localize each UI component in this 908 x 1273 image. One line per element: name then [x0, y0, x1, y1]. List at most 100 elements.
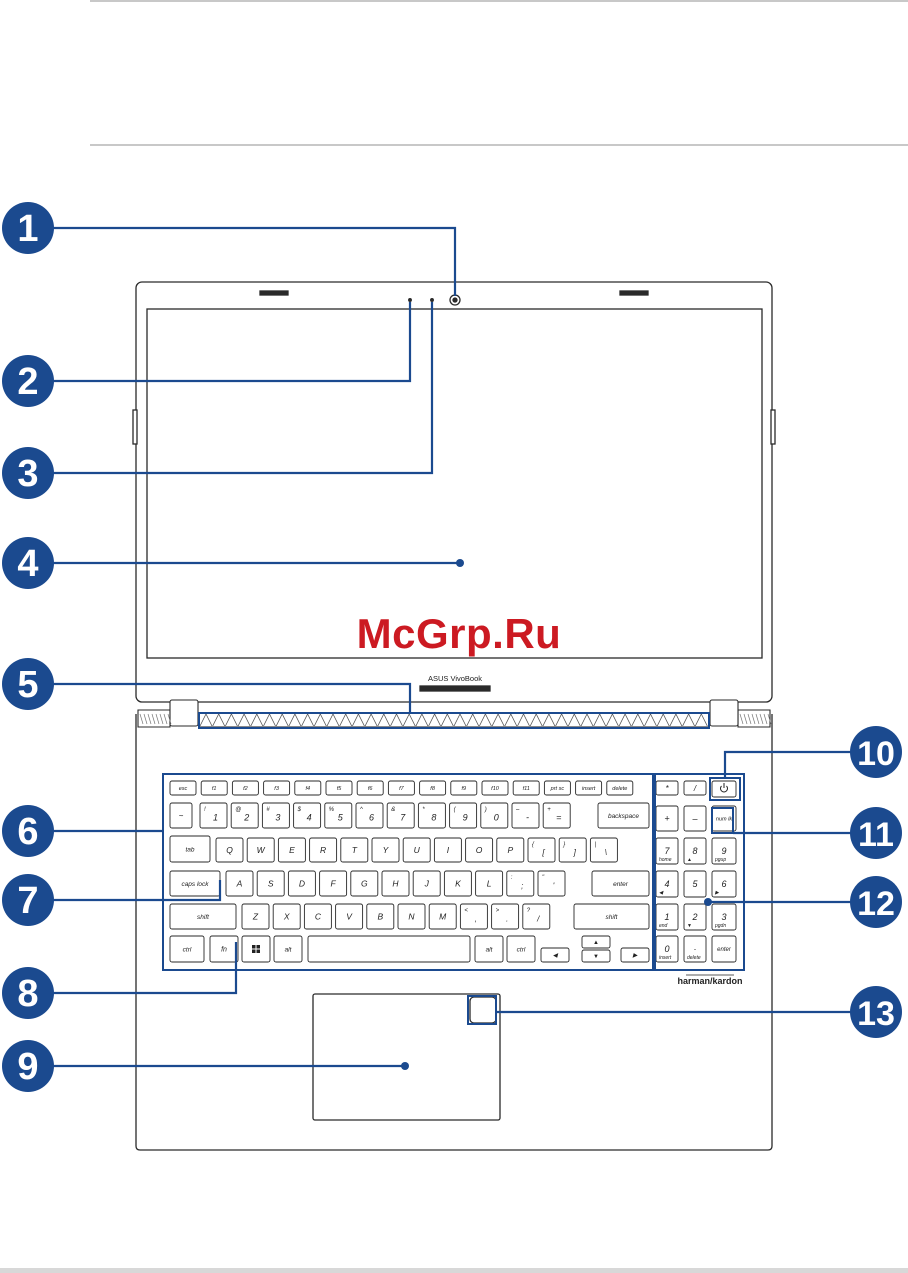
- key-6-shift-label: ^: [360, 807, 363, 813]
- key-t-label: T: [352, 845, 358, 855]
- key-1-shift-label: !: [204, 807, 206, 813]
- key-u: U: [402, 837, 431, 863]
- key-f6-label: f6: [368, 786, 374, 792]
- callout-4: 4: [2, 537, 54, 589]
- key-j-label: J: [424, 879, 430, 889]
- key-5-shift-label: %: [329, 807, 335, 813]
- numpad-row4-0-sub: end: [659, 923, 668, 929]
- key-e-label: E: [289, 845, 295, 855]
- key-shift-left: shift: [169, 903, 237, 930]
- callout-6-number: 6: [17, 811, 38, 853]
- callout-2-number: 2: [17, 361, 38, 403]
- callout-12-number: 12: [857, 885, 895, 923]
- callout-8: 8: [2, 967, 54, 1019]
- key-n-label: N: [408, 912, 415, 922]
- key-fn-label: fn: [221, 947, 227, 954]
- numpad-row2-0-sub: home: [659, 857, 672, 863]
- key-bracket-0-shift-label: {: [532, 842, 535, 848]
- key-j: J: [412, 870, 441, 897]
- key-v-label: V: [346, 912, 353, 922]
- key-f11-label: f11: [523, 786, 530, 792]
- key-tab: tab: [169, 835, 211, 863]
- callout-11: 11: [850, 807, 902, 859]
- key-f1-label: f1: [212, 786, 217, 792]
- key-10-label: 0: [494, 813, 499, 823]
- key-down: ▼: [581, 949, 611, 963]
- key-h-label: H: [392, 879, 399, 889]
- key-punct-b0-shift-label: <: [464, 908, 468, 914]
- key-delete-label: delete: [612, 786, 627, 792]
- key-k: K: [443, 870, 472, 897]
- key-shift-right: shift: [573, 903, 650, 930]
- key-ctrl-left: ctrl: [169, 935, 205, 963]
- key-s: S: [256, 870, 285, 897]
- numpad-row4-1-label: 2: [691, 912, 697, 922]
- key-l-label: L: [487, 879, 492, 889]
- key-e: E: [277, 837, 306, 863]
- key-w-label: W: [257, 845, 266, 855]
- key-1-label: 1: [213, 813, 218, 823]
- key-tilde: ~: [169, 802, 193, 829]
- key-punct-b1-label: .: [506, 914, 508, 923]
- key-insert: insert: [575, 780, 603, 796]
- callout-5-number: 5: [17, 664, 38, 706]
- key-8-shift-label: *: [422, 807, 425, 813]
- numpad-row3-0-sub: ◀: [659, 890, 664, 896]
- key-caps-lock: caps lock: [169, 870, 221, 897]
- key-right-label: ▶: [632, 953, 638, 959]
- key-8-label: 8: [431, 813, 436, 823]
- key-up: ▲: [581, 935, 611, 949]
- key-q: Q: [215, 837, 244, 863]
- key-6: 6^: [355, 802, 384, 829]
- vent-highlight: [198, 712, 710, 729]
- key-punct-b1-shift-label: >: [496, 908, 500, 914]
- key-v: V: [335, 903, 364, 930]
- callout-13-number: 13: [857, 995, 895, 1033]
- key-o: O: [465, 837, 494, 863]
- numpad-row3-2: 6▶: [711, 870, 737, 898]
- key-enter-label: enter: [613, 881, 629, 888]
- key-2-shift-label: @: [235, 807, 241, 813]
- key-4-shift-label: $: [297, 807, 302, 813]
- key-5-label: 5: [338, 813, 344, 823]
- key-7: 7&: [386, 802, 415, 829]
- key-enter: enter: [591, 870, 650, 897]
- key-f5-label: f5: [337, 786, 343, 792]
- key-q-label: Q: [226, 845, 233, 855]
- fingerprint-sensor: [469, 996, 497, 1024]
- callout-7-number: 7: [17, 880, 38, 922]
- key-punct-b0: ,<: [459, 903, 488, 930]
- key-bracket-1: ]}: [558, 837, 587, 863]
- windows-icon: [252, 945, 260, 953]
- key-backspace-label: backspace: [608, 813, 639, 820]
- key-shift-right-label: shift: [606, 914, 619, 921]
- key-f2-label: f2: [243, 786, 248, 792]
- key-bracket-2: \|: [589, 837, 618, 863]
- key-f: F: [319, 870, 348, 897]
- key-x-label: X: [283, 912, 290, 922]
- numpad-row3-2-label: 6: [721, 879, 726, 889]
- key-f2: f2: [231, 780, 259, 796]
- fingerprint-highlight: [467, 995, 497, 1025]
- key-4-label: 4: [307, 813, 312, 823]
- numpad-row3-1: 5: [683, 870, 707, 898]
- key-insert-label: insert: [582, 786, 596, 792]
- key-punct-b0-label: ,: [475, 914, 477, 923]
- key-y: Y: [371, 837, 400, 863]
- display-panel: [146, 308, 763, 659]
- key-b: B: [366, 903, 395, 930]
- key-k-label: K: [455, 879, 461, 889]
- key-f4: f4: [294, 780, 322, 796]
- key-down-label: ▼: [593, 954, 599, 960]
- callout-2: 2: [2, 355, 54, 407]
- key-esc-label: esc: [179, 786, 188, 792]
- key-f10: f10: [481, 780, 509, 796]
- key-alt-right-label: alt: [486, 946, 494, 953]
- key-shift-left-label: shift: [197, 914, 210, 921]
- key-bracket-2-label: \: [605, 848, 607, 857]
- key-punct-1-shift-label: ": [542, 875, 545, 881]
- key-1: 1!: [199, 802, 228, 829]
